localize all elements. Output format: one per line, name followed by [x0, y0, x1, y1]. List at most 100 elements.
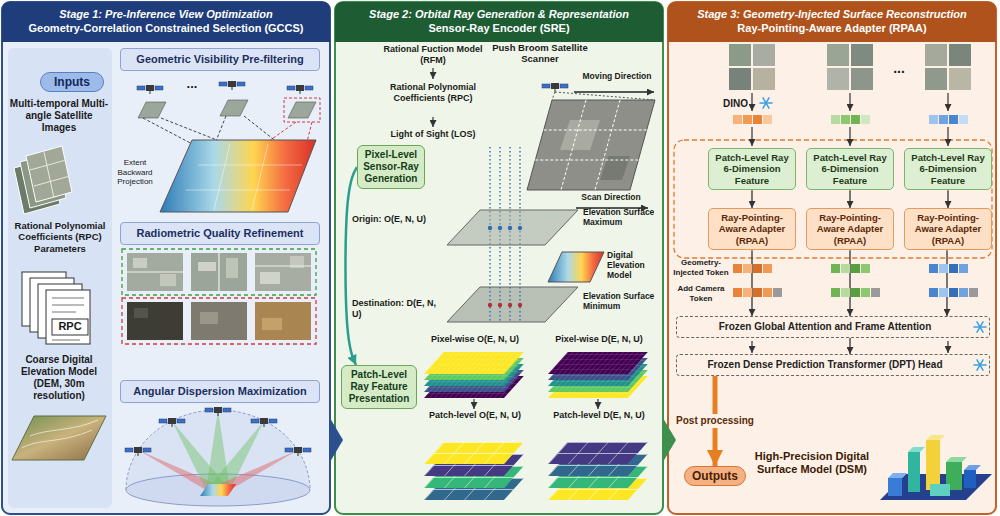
- adapter-group-outline: [674, 140, 992, 258]
- patch-level-grids: [548, 442, 648, 464]
- pixel-wise-stacks: [597, 399, 598, 409]
- feature-map-label: Patch-level O(E, N, U): [418, 410, 532, 421]
- multi-view-images: [729, 68, 751, 90]
- box-label: Frozen Global Attention and Frame Attent…: [683, 321, 967, 333]
- dsm-render: [908, 452, 920, 492]
- pixel-wise-stacks: [424, 352, 524, 374]
- patch-level-grids: [424, 442, 524, 464]
- label-slot: Digital Elevation Model: [607, 250, 661, 281]
- outputs-pill: Outputs: [684, 466, 746, 486]
- token-squares: [743, 288, 752, 297]
- token-squares: [733, 115, 742, 124]
- token-squares: [763, 115, 772, 124]
- ray-label: Origin: O(E, N, U): [352, 214, 444, 225]
- label-slot: Extent Backward Projection: [113, 158, 157, 187]
- ray-planes: [508, 303, 512, 307]
- token-squares: [929, 264, 938, 273]
- label-slot: DINO: [704, 98, 748, 110]
- multi-view-images: [949, 44, 971, 66]
- method-name: Geometry-Correlation Constrained Selecti…: [2, 21, 330, 35]
- token-squares: [841, 288, 850, 297]
- dsm-render: [908, 447, 925, 452]
- multi-view-images: [729, 44, 751, 66]
- edge-label: Post processing: [673, 414, 757, 428]
- radiometric-tiles: [191, 302, 247, 340]
- frozen-module-box: Frozen Dense Prediction Transformer (DPT…: [676, 354, 990, 376]
- ray-planes: [447, 287, 578, 322]
- push-broom-scanner: [535, 100, 646, 190]
- multi-view-images: [827, 44, 849, 66]
- frozen-module-box: Frozen Global Attention and Frame Attent…: [676, 316, 990, 338]
- stage-header: Stage 2: Orbital Ray Generation & Repres…: [335, 2, 663, 42]
- patch-level-grids: [548, 442, 648, 464]
- box-label: Radiometric Quality Refinement: [125, 227, 315, 240]
- pixel-wise-stacks: [424, 352, 524, 374]
- layout-arrows: [947, 127, 948, 146]
- box-label: Inputs: [45, 75, 99, 89]
- visibility-illustration: [138, 102, 166, 118]
- pixel-wise-stacks: [548, 352, 648, 374]
- input-label: Multi-temporal Multi-angle Satellite Ima…: [8, 98, 110, 134]
- pixel-wise-stacks: [548, 352, 648, 374]
- label-slot: RPC: [50, 320, 90, 333]
- input-label: Coarse Digital Elevation Model (DEM, 30m…: [8, 354, 110, 402]
- inputs-column: [8, 48, 112, 508]
- push-broom-scanner: [527, 83, 655, 208]
- push-broom-scanner: [574, 91, 654, 93]
- ray-planes: [447, 210, 578, 245]
- dsm-render: [964, 470, 976, 488]
- token-label: Geometry-Injected Token: [670, 258, 732, 277]
- push-broom-scanner: [542, 83, 568, 92]
- direction-label: Scan Direction: [570, 192, 652, 202]
- label-slot: Multi-temporal Multi-angle Satellite Ima…: [8, 98, 110, 134]
- token-squares: [861, 264, 870, 273]
- box-label: Outputs: [689, 469, 741, 483]
- stage-panel-fill: [668, 2, 996, 514]
- dsm-render: [880, 435, 992, 500]
- label-slot: High-Precision Digital Surface Model (DS…: [750, 450, 874, 476]
- angular-dispersion-dome: [285, 447, 311, 456]
- direction-label: Moving Direction: [575, 71, 659, 81]
- radiometric-tiles: [255, 253, 311, 291]
- token-squares: [743, 264, 752, 273]
- token-squares: [949, 288, 958, 297]
- model-label: Rational Polynomial Coefficients (RPC): [383, 82, 483, 104]
- multi-view-images: [753, 44, 775, 66]
- box-label: Pixel-Level Sensor-Ray Generation: [361, 149, 421, 185]
- token-squares: [959, 288, 968, 297]
- stage-title: Stage 3: Geometry-Injected Surface Recon…: [668, 7, 996, 21]
- ray-planes: [518, 226, 522, 230]
- satellite-image-stack: [26, 146, 72, 202]
- label-slot: Patch-level D(E, N, U): [542, 410, 656, 421]
- angular-dispersion-dome: [125, 447, 151, 456]
- feature-box: Patch-Level Ray 6-Dimension Feature: [806, 148, 894, 190]
- document-tag: RPC: [50, 320, 90, 333]
- token-squares: [939, 264, 948, 273]
- push-broom-scanner: [527, 100, 655, 190]
- radiometric-tiles: [200, 312, 218, 324]
- ray-planes: [488, 226, 492, 230]
- angular-dispersion-dome: [125, 407, 311, 506]
- stage-panel-fill: [2, 2, 330, 514]
- radiometric-tiles: [122, 298, 316, 344]
- visibility-illustration: [284, 98, 320, 122]
- radiometric-tiles: [127, 302, 183, 340]
- dsm-render: [926, 435, 945, 440]
- process-box: Patch-Level Ray Feature Presentation: [341, 365, 417, 409]
- dsm-render: [888, 473, 907, 478]
- patch-level-grids: [424, 442, 524, 464]
- push-broom-scanner: [552, 92, 655, 100]
- token-squares: [851, 115, 860, 124]
- box-label: Angular Dispersion Maximization: [125, 385, 315, 398]
- flow-arrow: [751, 250, 752, 316]
- token-squares: [753, 264, 762, 273]
- frozen-icon: [974, 360, 986, 370]
- ray-planes: [548, 252, 604, 282]
- multi-view-images: [925, 44, 947, 66]
- visibility-illustration: [186, 144, 302, 210]
- multi-view-images: [827, 68, 849, 90]
- layout-arrows: [849, 93, 850, 111]
- radiometric-tiles: [198, 262, 216, 271]
